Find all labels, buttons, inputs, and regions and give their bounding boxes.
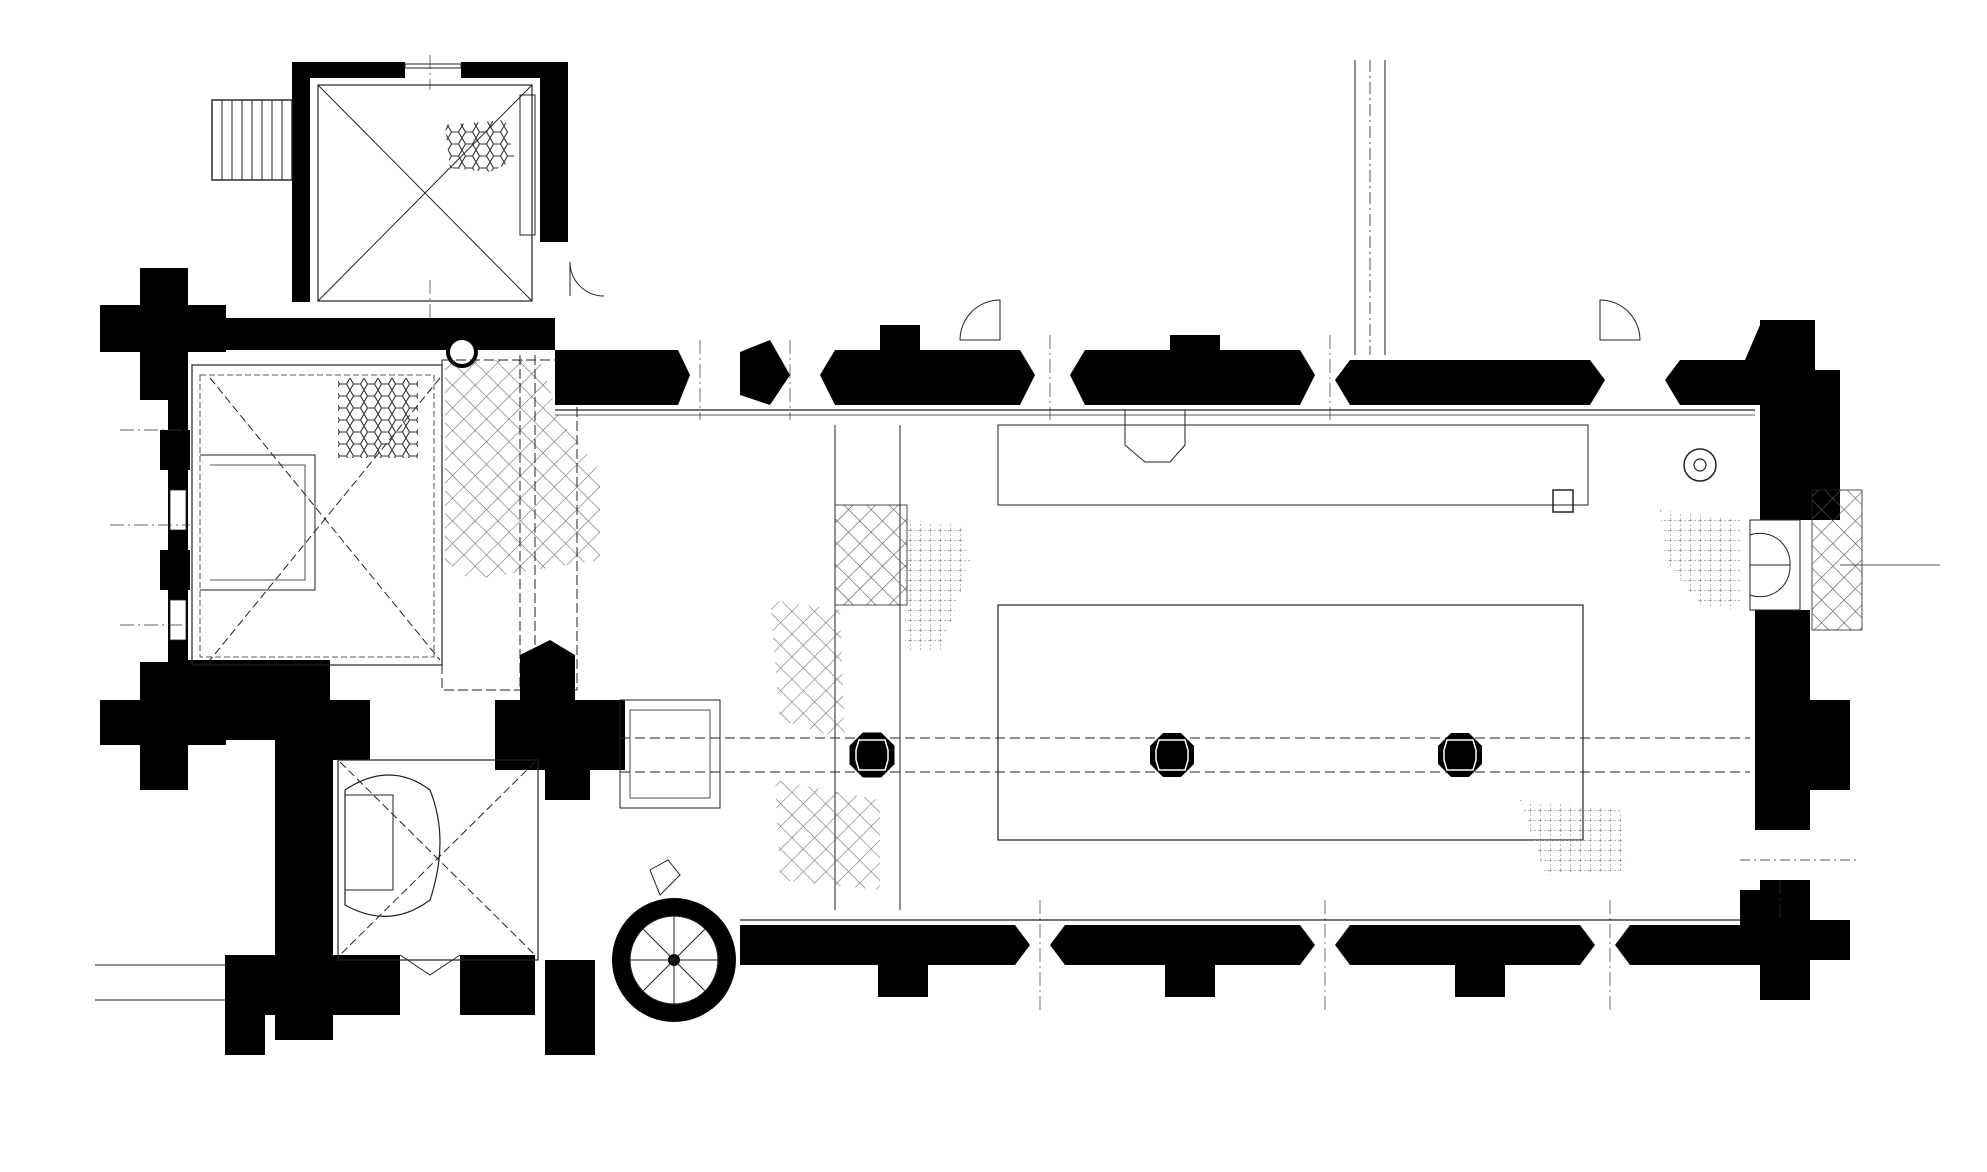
porch [95, 740, 595, 1055]
spiral-stair [612, 859, 736, 1022]
construction-axes [110, 55, 1781, 1010]
annex-room [211, 60, 605, 302]
tower-base [100, 268, 555, 790]
side-chapel [441, 355, 721, 809]
nave [555, 60, 1940, 1000]
